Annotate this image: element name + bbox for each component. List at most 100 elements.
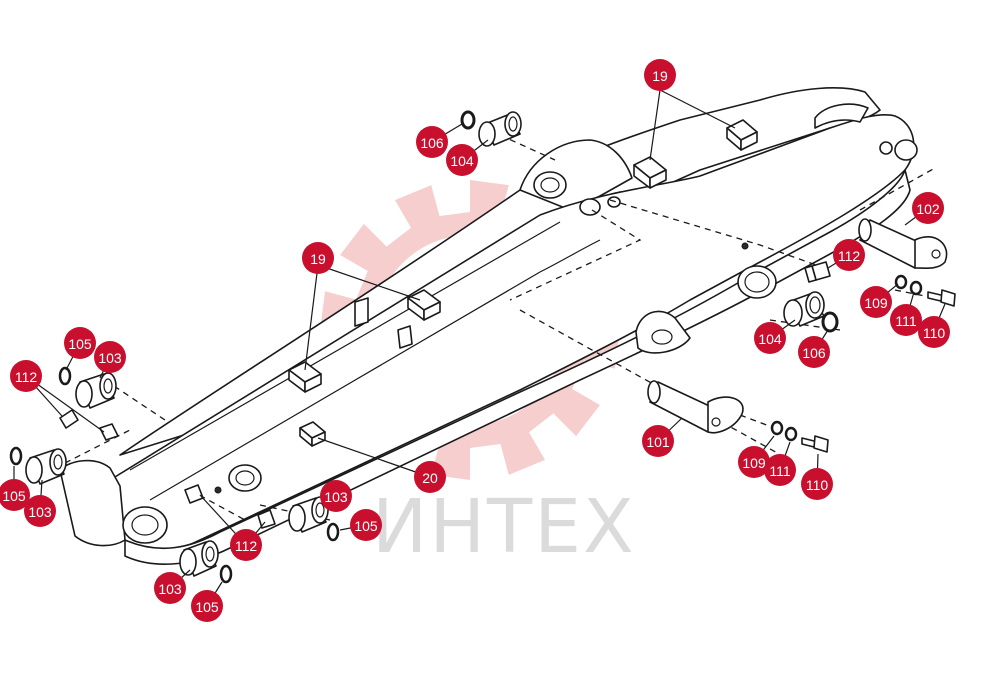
callout-105: 105 xyxy=(0,479,30,511)
callout-label: 105 xyxy=(354,518,378,534)
callout-badge-circle xyxy=(798,336,830,368)
callout-label: 19 xyxy=(310,251,326,267)
clip-2 xyxy=(397,325,413,349)
callout-badge-circle xyxy=(912,192,944,224)
callout-109: 109 xyxy=(738,446,770,478)
callout-badge-circle xyxy=(191,590,223,622)
callout-label: 103 xyxy=(28,504,52,520)
bushing-103-bottom xyxy=(179,540,219,577)
washer-109-bottom xyxy=(770,420,784,436)
callout-badge-circle xyxy=(764,454,796,486)
callout-badge-circle xyxy=(801,468,833,500)
hardware-parts xyxy=(9,110,956,584)
bushing-103-mid xyxy=(288,496,329,533)
callout-19: 19 xyxy=(644,59,676,91)
callout-badge-circle xyxy=(24,495,56,527)
callout-badge-circle xyxy=(10,360,42,392)
callout-badge-circle xyxy=(64,327,96,359)
callout-106: 106 xyxy=(416,126,448,158)
callout-badge-circle xyxy=(918,316,950,348)
callout-badge-circle xyxy=(860,286,892,318)
callout-label: 105 xyxy=(68,336,92,352)
callout-badge-circle xyxy=(416,126,448,158)
callout-102: 102 xyxy=(912,192,944,224)
callout-101: 101 xyxy=(642,425,674,457)
callout-103: 103 xyxy=(320,480,352,512)
callout-label: 20 xyxy=(422,470,438,486)
callout-109: 109 xyxy=(860,286,892,318)
callout-badge-circle xyxy=(320,480,352,512)
callout-badge-circle xyxy=(890,304,922,336)
bushing-103-lower-left xyxy=(25,448,67,485)
callout-104: 104 xyxy=(754,322,786,354)
callout-111: 111 xyxy=(890,304,922,336)
callout-label: 103 xyxy=(98,350,122,366)
callout-label: 112 xyxy=(838,248,861,264)
callout-103: 103 xyxy=(24,495,56,527)
callout-label: 104 xyxy=(758,331,782,347)
bracket-19-2 xyxy=(726,119,758,151)
ring-105-upper-left xyxy=(58,366,72,386)
callout-label: 111 xyxy=(895,313,916,329)
callout-112: 112 xyxy=(833,239,865,271)
callout-badge-circle xyxy=(414,461,446,493)
bracket-19-1 xyxy=(633,156,667,189)
fitting-112-left-b xyxy=(99,423,119,441)
callout-badge-circle xyxy=(754,322,786,354)
callout-label: 110 xyxy=(923,325,946,341)
callout-label: 112 xyxy=(15,369,38,385)
washer-109-top xyxy=(894,274,908,290)
washer-111-top xyxy=(909,280,923,296)
fitting-112-right xyxy=(804,261,831,283)
callout-label: 110 xyxy=(806,477,829,493)
callout-label: 109 xyxy=(742,455,766,471)
callout-103: 103 xyxy=(154,572,186,604)
callout-103: 103 xyxy=(94,341,126,373)
callout-112: 112 xyxy=(10,360,42,392)
seal-106-right xyxy=(821,311,839,333)
callout-label: 109 xyxy=(864,295,888,311)
callout-badges: 1919106104102112109111110104106105103112… xyxy=(0,59,950,622)
callout-badge-circle xyxy=(738,446,770,478)
callout-badge-circle xyxy=(154,572,186,604)
bolt-110-bottom xyxy=(801,435,829,453)
ring-105-mid xyxy=(326,522,340,542)
callout-badge-circle xyxy=(642,425,674,457)
callout-label: 101 xyxy=(646,434,670,450)
bolt-110-top xyxy=(927,289,956,307)
callout-label: 103 xyxy=(324,489,348,505)
ring-105-lower-left xyxy=(9,446,23,466)
callout-111: 111 xyxy=(764,454,796,486)
bushing-103-upper-left xyxy=(75,372,117,409)
callout-badge-circle xyxy=(0,479,30,511)
fitting-112-left-a xyxy=(59,409,79,429)
callout-badge-circle xyxy=(644,59,676,91)
callout-label: 111 xyxy=(769,463,790,479)
callout-badge-circle xyxy=(833,239,865,271)
watermark-text: ИНТЕХ xyxy=(372,484,636,570)
callout-label: 19 xyxy=(652,68,668,84)
callout-105: 105 xyxy=(64,327,96,359)
washer-111-bottom xyxy=(784,426,798,442)
fitting-112-bottom-b xyxy=(257,509,276,529)
callout-20: 20 xyxy=(414,461,446,493)
callout-badge-circle xyxy=(230,529,262,561)
callout-label: 105 xyxy=(2,488,26,504)
callout-label: 105 xyxy=(195,599,219,615)
callout-badge-circle xyxy=(350,509,382,541)
callout-112: 112 xyxy=(230,529,262,561)
bushing-104-top xyxy=(478,111,522,147)
callout-label: 102 xyxy=(916,201,940,217)
clip-1 xyxy=(354,297,369,327)
block-20 xyxy=(299,421,326,447)
callout-110: 110 xyxy=(918,316,950,348)
callout-badge-circle xyxy=(302,242,334,274)
callout-106: 106 xyxy=(798,336,830,368)
callout-label: 112 xyxy=(235,538,258,554)
callout-105: 105 xyxy=(191,590,223,622)
seal-106-top xyxy=(460,110,476,130)
callout-label: 106 xyxy=(802,345,826,361)
pin-101 xyxy=(647,380,744,434)
